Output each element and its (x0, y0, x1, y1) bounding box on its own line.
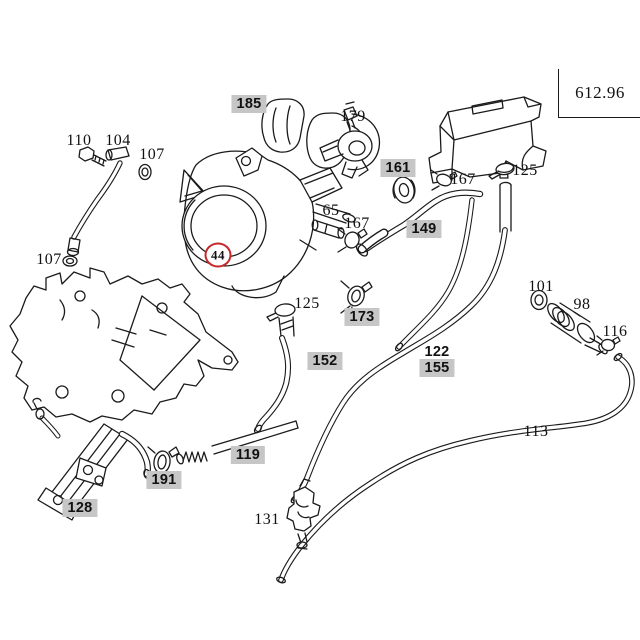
part-label-125b: 125 (294, 295, 320, 312)
part-label-185: 185 (231, 95, 267, 113)
seal-101-drawing (530, 289, 548, 311)
part-label-65: 65 (322, 202, 340, 219)
part-label-122: 122 (424, 344, 450, 360)
part-label-191: 191 (146, 471, 182, 489)
part-label-116: 116 (602, 323, 628, 340)
hose-upper-branch-drawing (394, 197, 475, 352)
part-label-107a: 107 (139, 146, 165, 163)
part-label-179: 179 (340, 108, 366, 125)
grommet-161-drawing (392, 176, 416, 204)
hose-152-drawing (253, 335, 292, 434)
holder-131-drawing (286, 478, 321, 550)
clamp-167-upper-drawing (430, 169, 458, 191)
engine-block-drawing (9, 267, 239, 423)
part-label-110: 110 (66, 132, 92, 149)
part-label-113: 113 (523, 423, 549, 440)
part-label-128: 128 (62, 499, 98, 517)
hose-149-drawing (355, 189, 484, 257)
part-label-104: 104 (105, 132, 131, 149)
part-label-167a: 167 (450, 171, 476, 188)
hose-113-drawing (276, 352, 635, 584)
throttle-body-44-drawing (179, 147, 356, 299)
valve-179-drawing (319, 101, 373, 179)
part-label-119: 119 (230, 446, 266, 464)
part-label-152: 152 (307, 352, 343, 370)
cap-125-upper-drawing (488, 162, 515, 180)
part-label-173: 173 (344, 308, 380, 326)
clamp-167-middle-drawing (337, 228, 368, 253)
part-label-125a: 125 (512, 162, 538, 179)
cap-125-middle-drawing (266, 303, 296, 337)
clamp-191-drawing (146, 446, 180, 480)
bolt-110-drawing (78, 146, 107, 167)
group-code-text: 612.96 (575, 83, 625, 102)
pipe-104-drawing (66, 146, 130, 257)
hose-119-drawing (176, 420, 299, 465)
part-label-131: 131 (254, 511, 280, 528)
check-valve-98-drawing (547, 302, 608, 355)
diagram-group-code: 612.96 (558, 69, 640, 118)
clamp-116-drawing (596, 335, 621, 356)
part-label-98: 98 (573, 296, 591, 313)
part-label-107b: 107 (36, 251, 62, 268)
part-label-167b: 167 (344, 215, 370, 232)
part-label-44: 44 (204, 242, 232, 268)
seal-107-lower-drawing (62, 255, 78, 267)
seal-107-upper-drawing (138, 163, 152, 181)
part-label-149: 149 (406, 220, 442, 238)
grommets-185-drawing (261, 98, 381, 171)
mount-bracket-drawing (428, 96, 547, 233)
part-label-155: 155 (419, 359, 455, 377)
part-label-161: 161 (380, 159, 416, 177)
part-label-101: 101 (528, 278, 554, 295)
